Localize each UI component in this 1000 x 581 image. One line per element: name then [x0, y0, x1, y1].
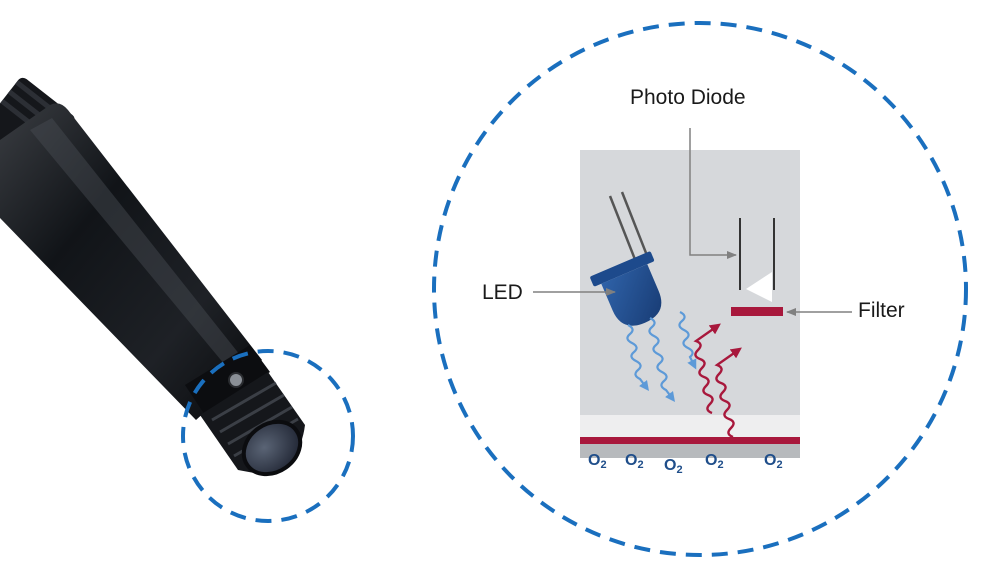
photo-diode-sensor: [739, 218, 775, 302]
probe-screw: [228, 372, 244, 388]
blue-wave: [678, 311, 697, 370]
probe-tip-zoom-circle: [181, 349, 355, 523]
photo-diode-leader: [689, 128, 737, 259]
oxygen-molecule: O2: [588, 452, 607, 471]
oxygen-molecule: O2: [705, 452, 724, 471]
filter-label: Filter: [858, 299, 905, 322]
oxygen-molecule: O2: [625, 452, 644, 471]
emission-light-waves: [693, 323, 742, 439]
excitation-light-waves: [626, 311, 697, 402]
photo-diode-label: Photo Diode: [630, 86, 746, 109]
probe-body: [0, 103, 262, 420]
oxygen-molecules: O2 O2 O2 O2 O2: [588, 452, 783, 476]
oxygen-molecule: O2: [764, 452, 783, 471]
sensor-probe: [0, 77, 305, 477]
optical-filter: [731, 307, 783, 316]
probe-lens: [241, 419, 303, 477]
led-label: LED: [482, 281, 523, 304]
led-emitter: [590, 191, 662, 326]
red-wave: [714, 347, 742, 439]
blue-wave: [626, 324, 649, 391]
probe-highlight: [30, 118, 240, 365]
sample-layer: [580, 444, 800, 458]
blue-wave: [648, 317, 675, 402]
magnified-view-circle: [432, 21, 968, 557]
oxygen-molecule: O2: [664, 457, 683, 476]
red-wave: [693, 323, 721, 415]
light-layer: [580, 415, 800, 437]
probe-collar: [185, 345, 270, 415]
sensing-membrane: [580, 437, 800, 444]
leader-lines: [533, 128, 852, 316]
